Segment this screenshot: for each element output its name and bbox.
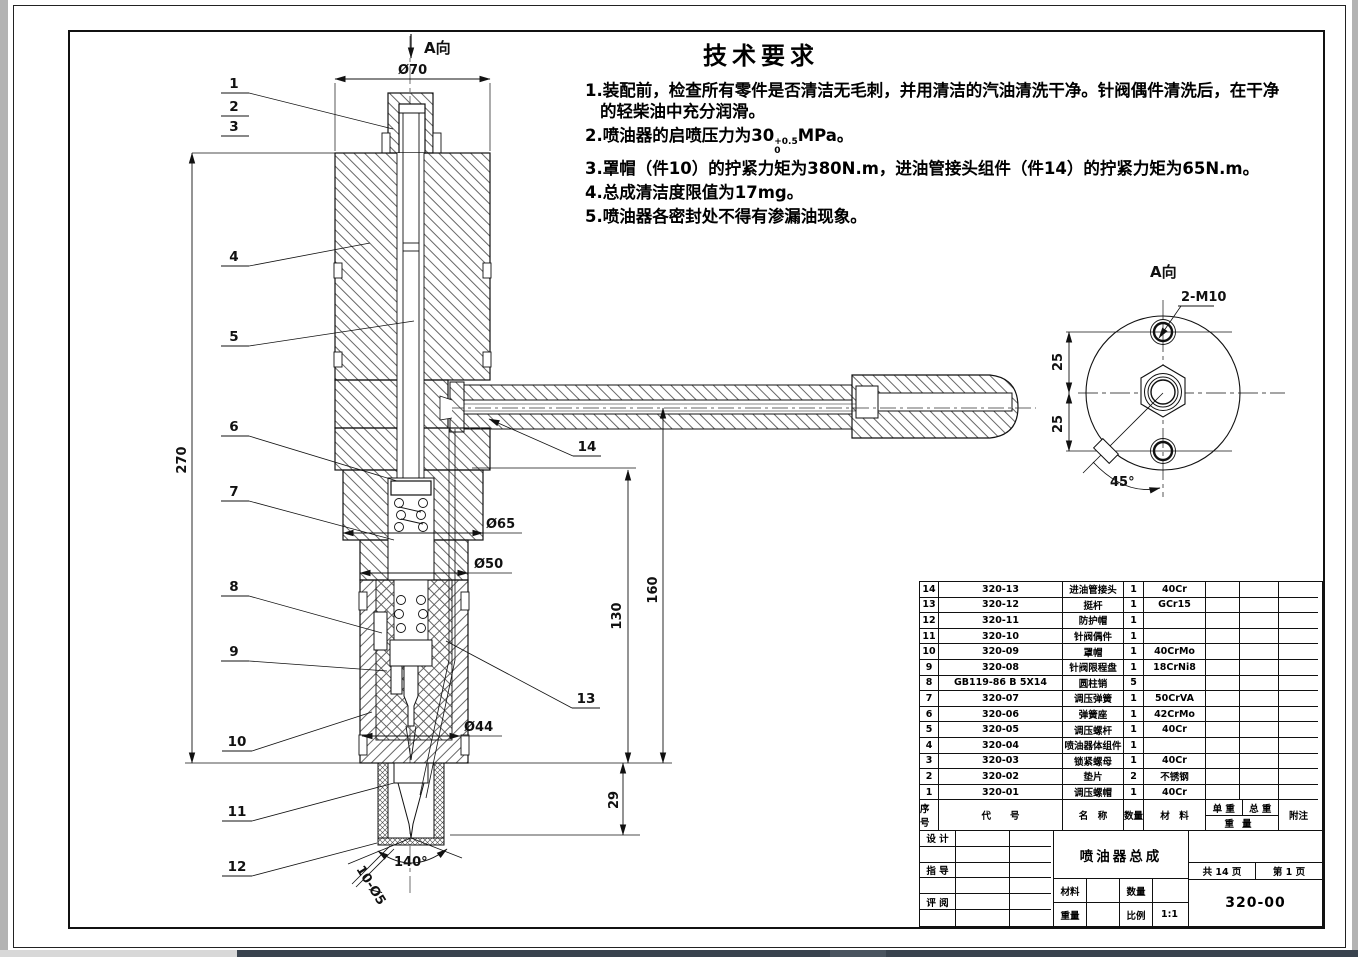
review-label: 评 阅: [920, 894, 956, 911]
bom-header-row: 序号 代 号 名 称 数量 材 料 单 重总 重 重量 附注: [920, 800, 1322, 831]
weight-label: 重量: [1054, 903, 1087, 926]
drawing-title: 喷油器总成: [1054, 831, 1188, 879]
title-block-center: 喷油器总成 材料 数量 重量 比例 1:1: [1054, 831, 1189, 926]
tech-req-item-3: 3.罩帽（件10）的拧紧力矩为380N.m，进油管接头组件（件14）的拧紧力矩为…: [585, 159, 1260, 178]
window-edge-right: [1352, 0, 1358, 957]
title-block: 设 计 指 导 评 阅 喷油器总成 材料 数量 重量 比例 1:1 共 14 页: [919, 830, 1323, 927]
title-block-signatures: 设 计 指 导 评 阅: [920, 831, 1054, 926]
tech-req-item-4: 4.总成清洁度限值为17mg。: [585, 183, 804, 202]
bom-weight-header: 单 重总 重 重量: [1206, 800, 1279, 831]
title-block-right: 共 14 页 第 1 页 320-00: [1189, 831, 1322, 926]
sheet-inner-frame: [68, 30, 1325, 929]
scale-label: 比例: [1120, 903, 1153, 926]
tech-req-item-5: 5.喷油器各密封处不得有渗漏油现象。: [585, 207, 867, 226]
window-edge-left: [0, 0, 8, 957]
qty-label: 数量: [1120, 879, 1153, 902]
material-label: 材料: [1054, 879, 1087, 902]
page-count: 共 14 页 第 1 页: [1189, 863, 1322, 880]
sheet-outer-frame: [13, 5, 1346, 948]
taskbar-sliver: [0, 950, 1358, 957]
technical-requirements-title: 技术要求: [703, 42, 819, 70]
scale-value: 1:1: [1160, 909, 1179, 920]
drawing-number: 320-00: [1225, 895, 1286, 911]
tech-req-item-1: 1.装配前，检查所有零件是否清洁无毛刺，并用清洁的汽油清洗干净。针阀偶件清洗后，…: [585, 81, 1280, 121]
design-label: 设 计: [920, 831, 956, 847]
technical-requirements: 技术要求 1.装配前，检查所有零件是否清洁无毛刺，并用清洁的汽油清洗干净。针阀偶…: [585, 36, 1295, 230]
advisor-label: 指 导: [920, 862, 956, 879]
